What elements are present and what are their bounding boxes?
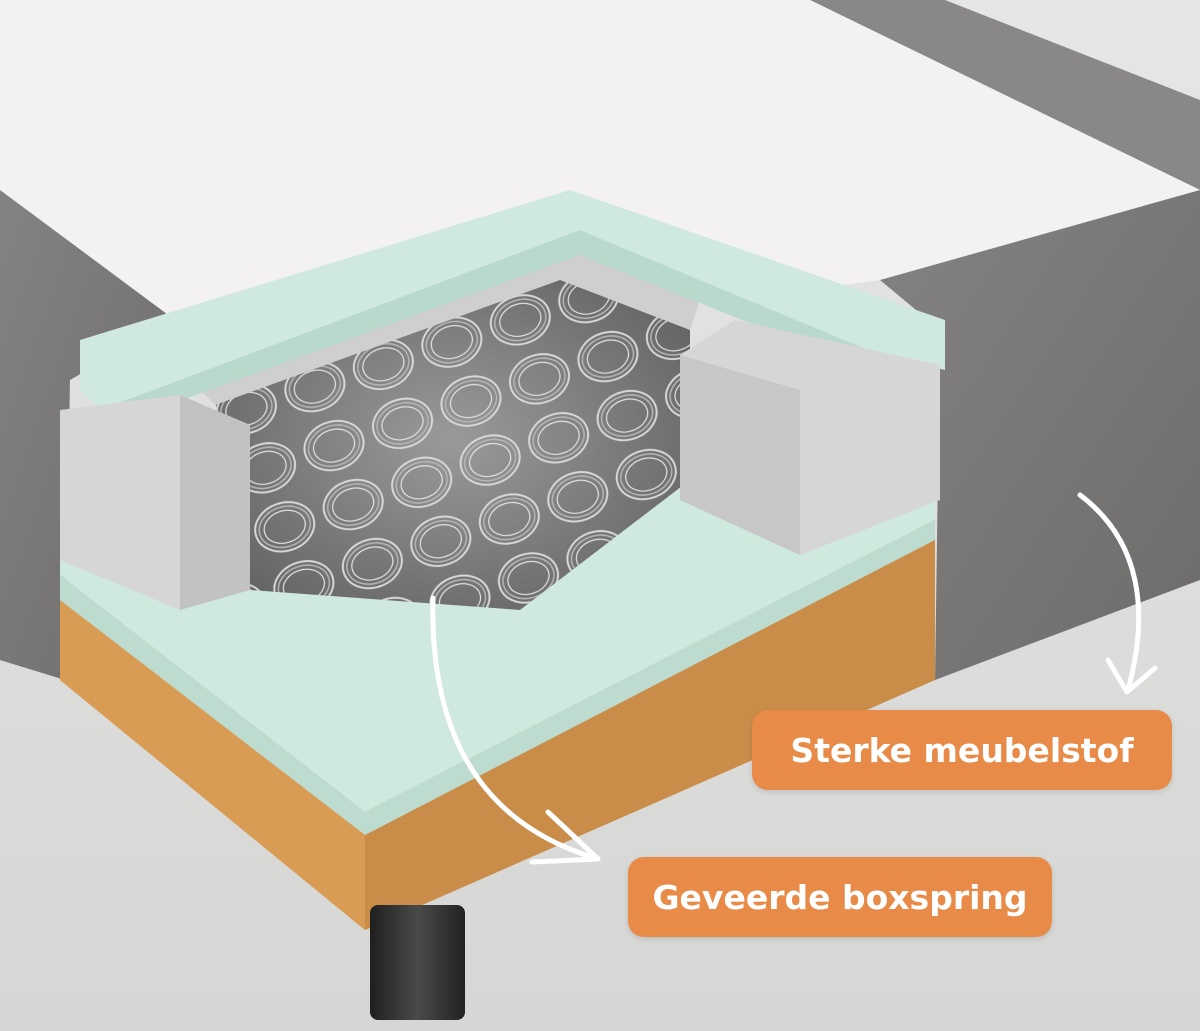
foam-green-frame (80, 190, 945, 410)
arrow-curve-boxspring (430, 595, 598, 861)
pocket-springs (215, 270, 690, 610)
foam-green-bottom-edge (60, 520, 935, 835)
bed-leg (370, 905, 465, 1020)
arrow-head-fabric (1105, 657, 1158, 695)
label-boxspring: Geveerde boxspring (628, 857, 1052, 937)
fabric-side-right (880, 190, 1200, 680)
foam-block-left-side (180, 395, 250, 610)
foam-grey-rim (195, 240, 700, 405)
arrow-curve-fabric (1077, 492, 1142, 693)
foam-block-right-face (680, 355, 800, 555)
foam-green-frame-shade (100, 230, 880, 430)
wooden-base-left-face (60, 575, 365, 930)
label-fabric: Sterke meubelstof (752, 710, 1172, 790)
wooden-base-right-face (365, 520, 935, 930)
arrow-head-boxspring (529, 809, 601, 865)
fabric-side-left (0, 190, 175, 680)
top-cover (0, 0, 1200, 330)
